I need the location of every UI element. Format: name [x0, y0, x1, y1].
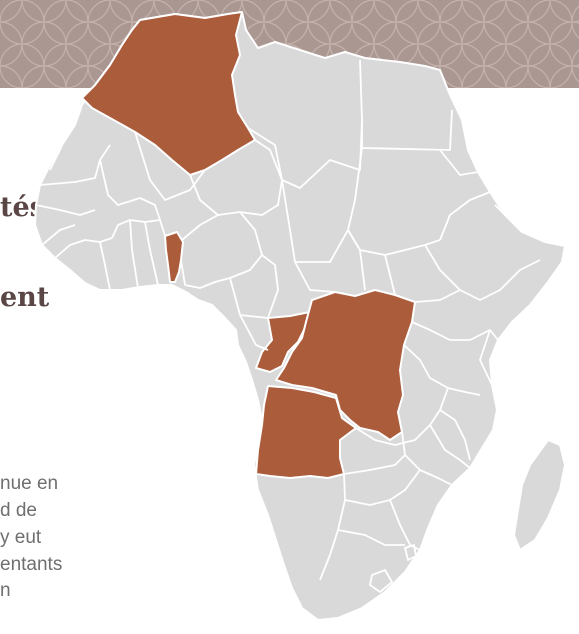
- country-dr-congo: [275, 289, 416, 441]
- heading-fragment-2: ent: [0, 282, 50, 313]
- country-algeria: [81, 11, 256, 176]
- body-text-fragment: nue en d de y eut entants n: [0, 470, 62, 600]
- body-line: y eut: [0, 527, 42, 548]
- body-line: n: [0, 580, 11, 601]
- country-angola: [255, 385, 357, 479]
- body-line: entants: [0, 554, 63, 575]
- body-line: nue en: [0, 473, 59, 494]
- madagascar: [513, 439, 566, 551]
- body-line: d de: [0, 500, 37, 521]
- country-congo-republic: [255, 311, 311, 373]
- header-banner: [0, 0, 579, 88]
- country-benin: [164, 231, 184, 283]
